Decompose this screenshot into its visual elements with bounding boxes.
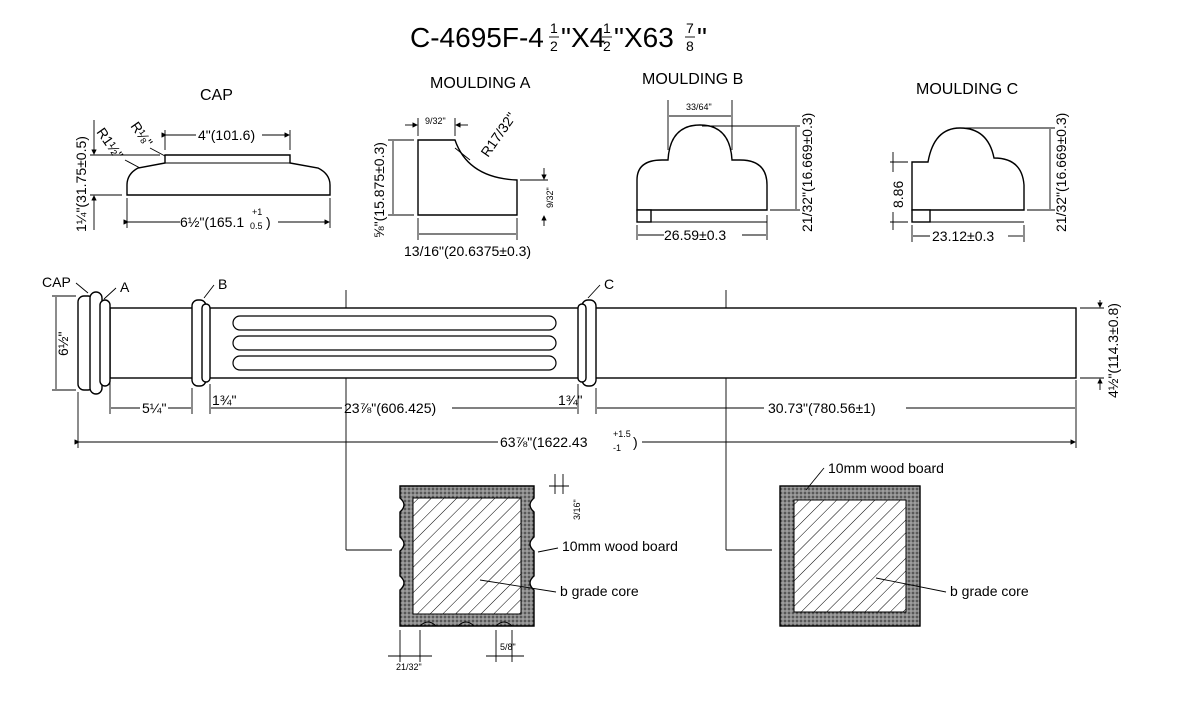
column-left-height: 6½" [55, 332, 71, 356]
dim-134-right: 1¾" [558, 392, 582, 408]
cap-width: 6½"(165.1 [180, 214, 244, 230]
moulding-c-profile [911, 127, 1025, 211]
column-moulding-a [99, 299, 111, 387]
dim-5: 5¼" [142, 400, 166, 416]
section-plain: 10mm wood board b grade core [779, 460, 1029, 627]
moulding-b-top: 33/64" [686, 102, 712, 112]
flute [232, 315, 557, 331]
dim-total-length: 63⅞"(1622.43 [500, 434, 588, 450]
moulding-a-profile [417, 139, 518, 216]
moulding-a-heading: MOULDING A [430, 75, 531, 92]
title-frac2-den: 2 [603, 38, 611, 54]
section-left-bottom-1: 21/32" [396, 662, 422, 672]
section-left-core-label: b grade core [560, 583, 639, 599]
label-a: A [120, 279, 130, 295]
section-right-core [793, 499, 907, 613]
moulding-b-profile [636, 124, 768, 211]
moulding-c-left: 8.86 [890, 181, 906, 208]
label-b: B [218, 276, 227, 292]
dim-total-tol-plus: +1.5 [613, 429, 631, 439]
dim-134-left: 1¾" [212, 392, 236, 408]
flute [232, 355, 557, 371]
cap-heading: CAP [200, 87, 233, 104]
cap-radius-left: R1½" [94, 125, 127, 162]
dim-flute-length: 23⅞"(606.425) [344, 400, 436, 416]
moulding-a-width: 13/16"(20.6375±0.3) [404, 243, 531, 259]
column-elevation: CAP A B C 6½" 4½"(114.3±0.8) 5¼" 1¾" [42, 274, 1121, 551]
title-frac1-num: 1 [550, 20, 558, 36]
moulding-a-top: 9/32" [425, 116, 446, 126]
title-frac3-num: 7 [686, 20, 694, 36]
cap-width-tol-plus: +1 [252, 207, 262, 217]
moulding-c-detail: MOULDING C 21/32"(16.669±0.3) 8.86 23.12… [890, 81, 1069, 244]
moulding-c-height: 21/32"(16.669±0.3) [1053, 113, 1069, 232]
moulding-b-detail: MOULDING B 33/64" 21/32"(16.669±0.3) 26.… [636, 71, 815, 243]
dim-total-tol-minus: -1 [613, 443, 621, 453]
title-mid2: "X63 [614, 22, 674, 53]
section-left-flute-depth: 3/16" [572, 499, 582, 520]
title-mid1: "X4 [561, 22, 605, 53]
section-left-bottom-2: 5/8" [500, 642, 516, 652]
section-right-board-label: 10mm wood board [828, 460, 944, 476]
cap-width-end: ) [266, 214, 271, 230]
dim-shaft-length: 30.73"(780.56±1) [768, 400, 876, 416]
section-fluted: 10mm wood board b grade core 3/16" 21/32… [388, 474, 678, 672]
cap-width-tol-minus: 0.5 [250, 221, 263, 231]
moulding-b-height: 21/32"(16.669±0.3) [799, 113, 815, 232]
moulding-a-side: 9/32" [545, 187, 555, 208]
section-right-core-label: b grade core [950, 583, 1029, 599]
moulding-b-width: 26.59±0.3 [664, 227, 726, 243]
drawing-title: C-4695F-4 1 2 "X4 1 2 "X63 7 8 " [410, 20, 707, 54]
dim-total-end: ) [633, 434, 638, 450]
cap-top-width: 4"(101.6) [198, 127, 255, 143]
title-frac2-num: 1 [603, 20, 611, 36]
cap-profile [126, 154, 331, 196]
label-cap: CAP [42, 274, 71, 290]
moulding-a-detail: MOULDING A 9/32" R17/32" ⅝"(15.875±0.3) … [371, 75, 555, 259]
moulding-c-width: 23.12±0.3 [932, 228, 994, 244]
title-suffix: " [697, 22, 707, 53]
moulding-a-height: ⅝"(15.875±0.3) [371, 142, 387, 238]
column-right-height: 4½"(114.3±0.8) [1105, 303, 1121, 398]
flute [232, 335, 557, 351]
title-prefix: C-4695F-4 [410, 22, 544, 53]
cap-height: 1¼"(31.75±0.5) [73, 136, 89, 232]
cap-radius-right: R⅛" [128, 119, 156, 150]
label-c: C [604, 276, 614, 292]
section-left-board-label: 10mm wood board [562, 538, 678, 554]
moulding-a-radius: R17/32" [477, 109, 519, 159]
section-left-core [412, 497, 522, 615]
moulding-b-heading: MOULDING B [642, 71, 743, 88]
cap-detail: CAP 4"(101.6) R1½" R⅛" 1¼"(31.75±0.5) 6½… [73, 87, 331, 232]
title-frac1-den: 2 [550, 38, 558, 54]
moulding-c-heading: MOULDING C [916, 81, 1018, 98]
title-frac3-den: 8 [686, 38, 694, 54]
